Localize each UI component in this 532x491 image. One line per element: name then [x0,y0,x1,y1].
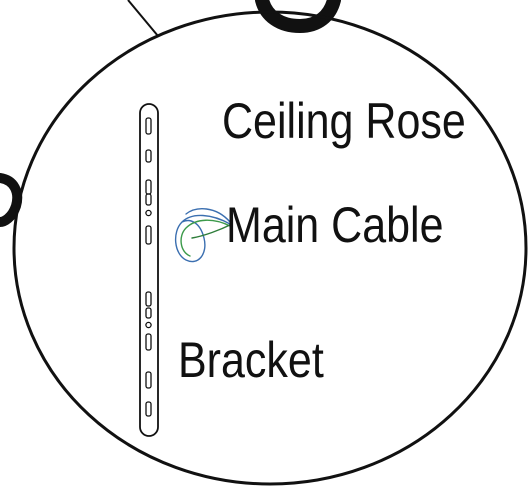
detail-circle [12,10,528,486]
bracket-slot [145,371,152,389]
leader-line [127,0,159,37]
bracket-slot [145,117,152,135]
bracket-rail [139,103,159,437]
bracket-slot [145,225,152,245]
ceiling-rose-label: Ceiling Rose [222,93,466,149]
main-cable [175,208,233,263]
bracket-hole [145,209,152,217]
bracket-slot [145,401,152,417]
bracket-slot [145,291,152,307]
bracket-slot [145,149,152,163]
bracket-slot [145,333,152,351]
bracket-slot [145,193,152,206]
bracket-hole [145,321,152,329]
main-cable-label: Main Cable [226,197,444,253]
bracket-label: Bracket [178,332,324,388]
bracket-slot [145,307,152,319]
cropped-letter-fragment-left [0,173,23,227]
bracket-slots [145,117,152,417]
